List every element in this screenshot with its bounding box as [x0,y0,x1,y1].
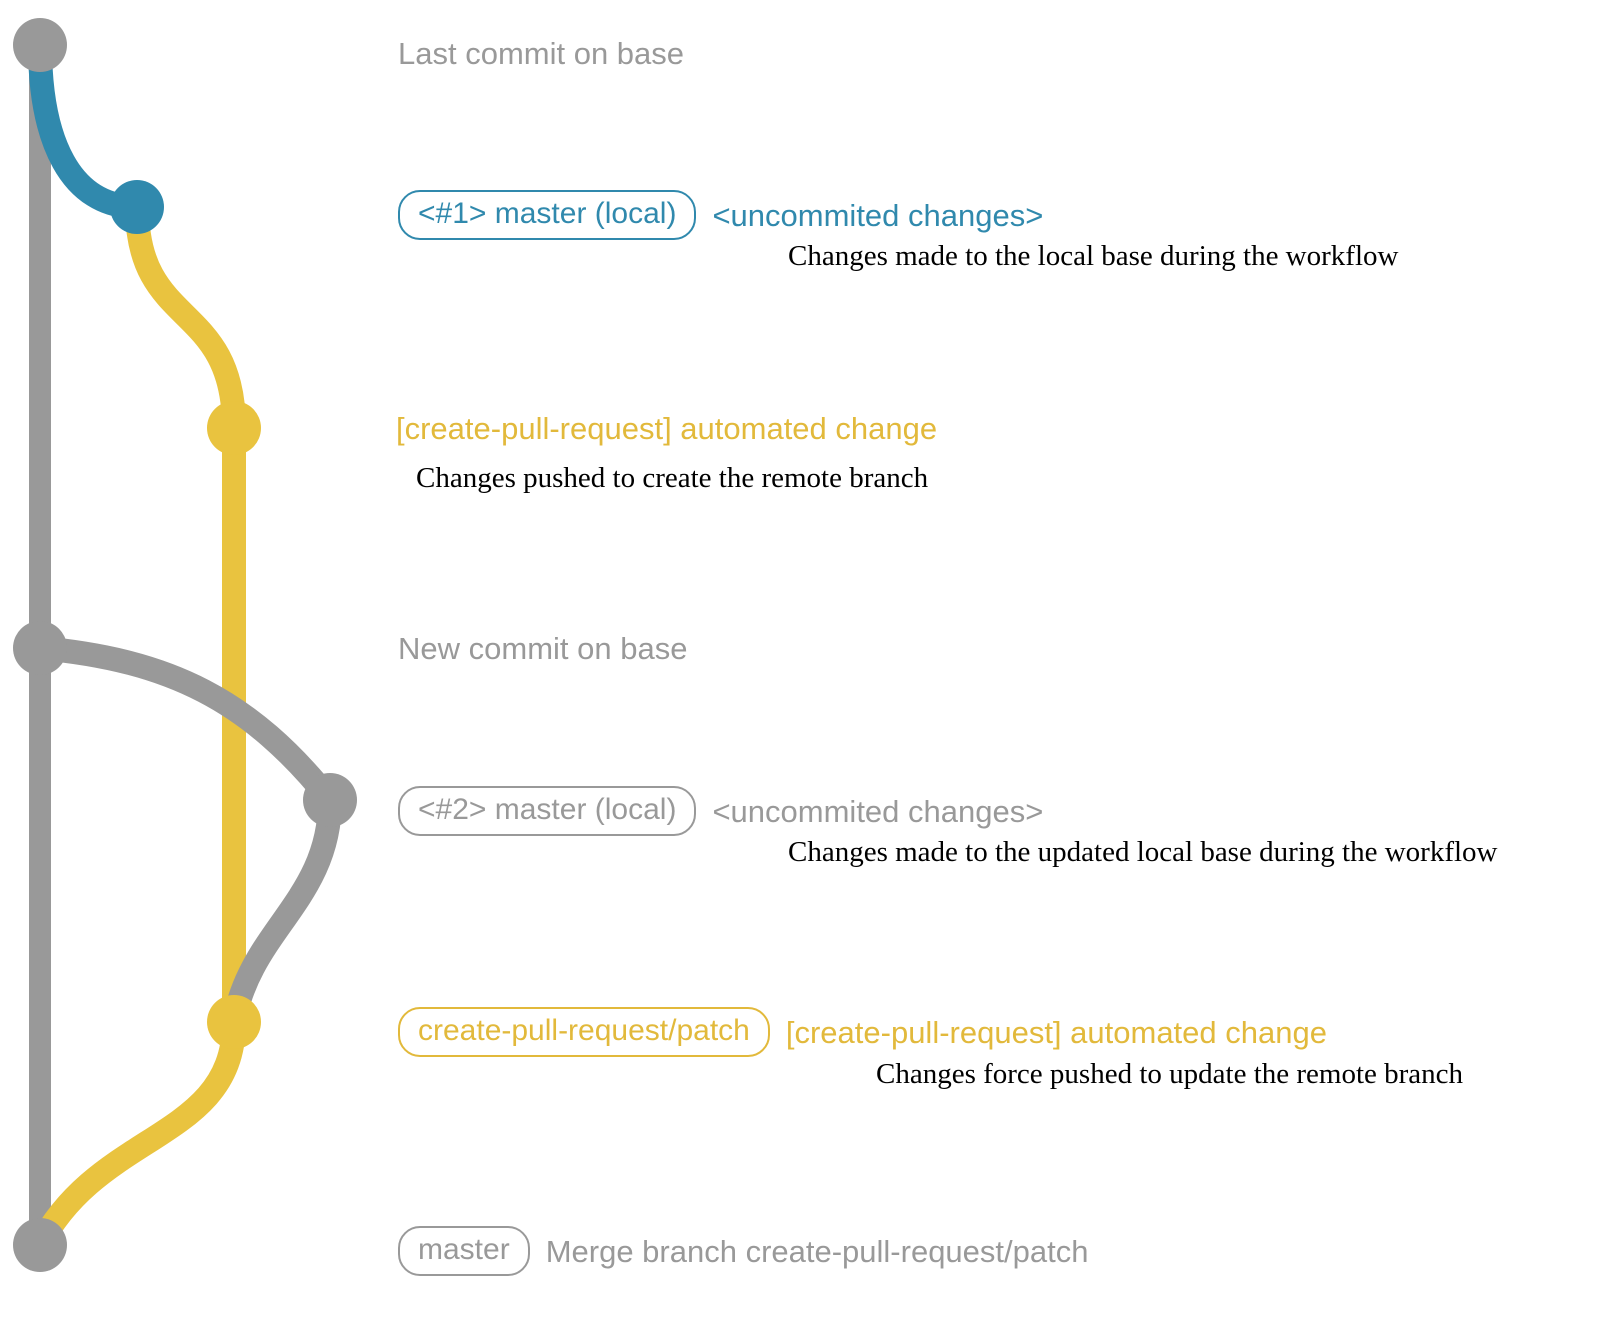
badge-master-local-2[interactable]: <#2> master (local) [398,786,697,836]
commit-node-last-commit-on-base[interactable] [13,18,67,72]
commit-node-merge-master[interactable] [13,1218,67,1272]
yellow-merge-path [28,1010,246,1257]
gray-rebase-path-out [28,636,342,812]
headline-new-commit-on-base: New commit on base [398,631,688,666]
yellow-branch-path-1 [125,195,246,440]
commit-node-master-local-2[interactable] [303,773,357,827]
annotation-row-master-local-2: <#2> master (local) <uncommited changes> [398,786,1043,836]
commit-node-master-local-1[interactable] [110,180,164,234]
badge-master[interactable]: master [398,1226,530,1276]
commit-node-new-commit-on-base[interactable] [13,621,67,675]
headline-last-commit-on-base: Last commit on base [398,36,685,71]
headline-automated-change-2: [create-pull-request] automated change [785,1014,1327,1050]
badge-create-pull-request-patch[interactable]: create-pull-request/patch [398,1007,770,1057]
git-graph [13,18,357,1272]
headline-uncommited-changes-1: <uncommited changes> [712,197,1044,233]
description-force-pushed: Changes force pushed to update the remot… [876,1058,1464,1090]
description-local-changes-2: Changes made to the updated local base d… [788,836,1498,868]
badge-master-local-1[interactable]: <#1> master (local) [398,190,697,240]
annotation-row-merge: master Merge branch create-pull-request/… [398,1226,1088,1276]
annotation-row-automated-change-1: [create-pull-request] automated change [396,413,937,444]
headline-merge-branch: Merge branch create-pull-request/patch [545,1233,1089,1269]
annotation-row-new-commit: New commit on base [398,633,687,664]
description-pushed-remote-branch: Changes pushed to create the remote bran… [416,462,929,494]
commit-node-automated-change-1[interactable] [207,401,261,455]
gray-rebase-path-in [222,788,342,1034]
annotation-row-patch-branch: create-pull-request/patch [create-pull-r… [398,1007,1327,1057]
headline-automated-change-1: [create-pull-request] automated change [396,411,938,446]
annotation-row-master-local-1: <#1> master (local) <uncommited changes> [398,190,1043,240]
commit-node-patch-branch[interactable] [207,995,261,1049]
description-local-changes-1: Changes made to the local base during th… [788,240,1399,272]
headline-uncommited-changes-2: <uncommited changes> [712,793,1044,829]
annotation-row-last-commit: Last commit on base [398,38,684,69]
blue-branch-path [28,33,149,219]
